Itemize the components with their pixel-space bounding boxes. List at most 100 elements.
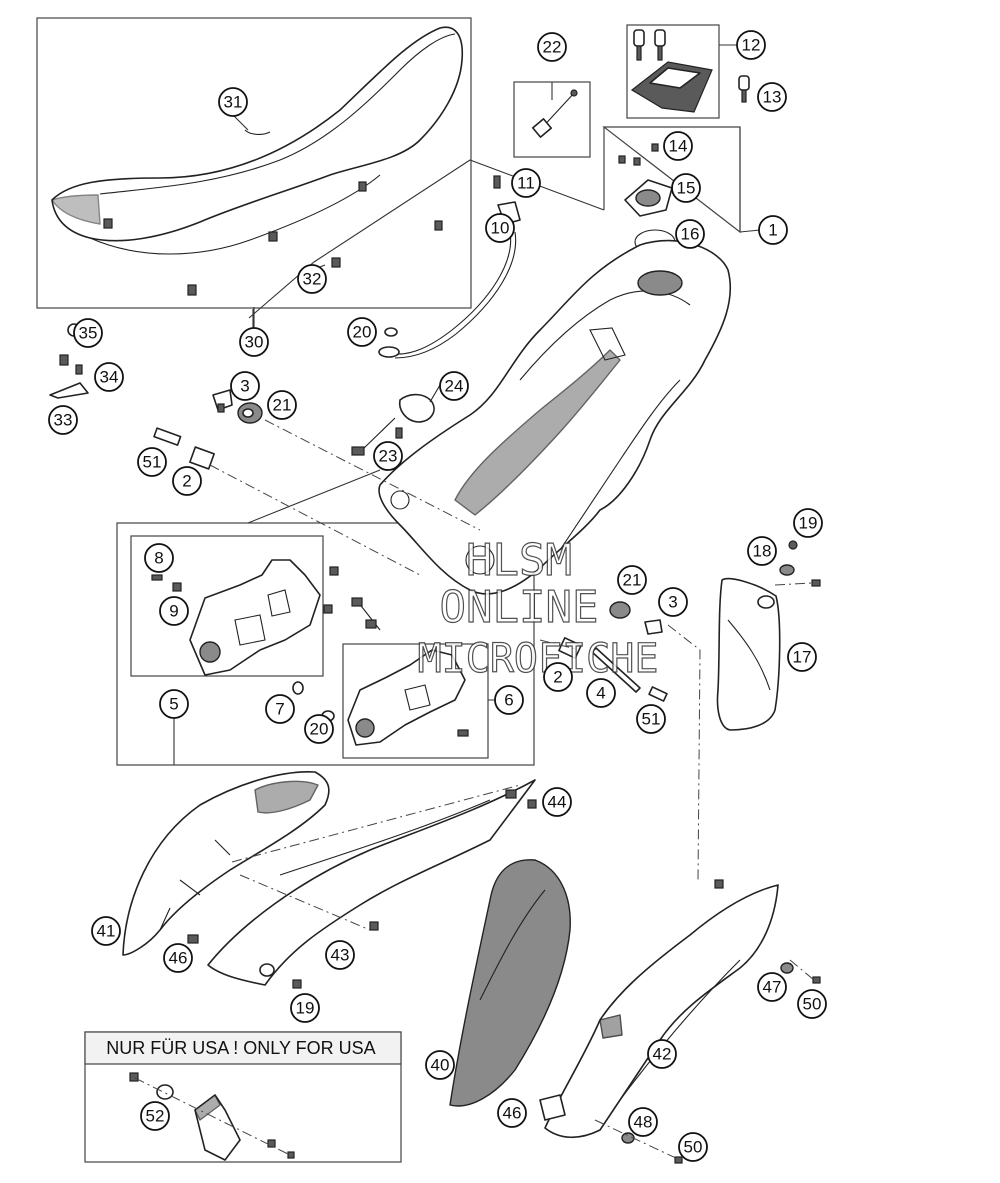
svg-text:40: 40 (431, 1056, 450, 1075)
watermark-line-3: MICROFICHE (418, 636, 659, 682)
callout-7: 7 (265, 694, 295, 724)
svg-text:52: 52 (146, 1107, 165, 1126)
callout-9: 9 (159, 596, 189, 626)
svg-text:10: 10 (491, 219, 510, 238)
svg-text:32: 32 (303, 270, 322, 289)
svg-text:47: 47 (763, 978, 782, 997)
svg-text:19: 19 (296, 999, 315, 1018)
svg-text:17: 17 (793, 648, 812, 667)
side-panel-center-part (449, 859, 571, 1107)
callout-50: 50 (678, 1132, 708, 1162)
callout-48: 48 (628, 1107, 658, 1137)
svg-text:7: 7 (275, 700, 284, 719)
callout-30: 30 (239, 327, 269, 357)
svg-text:31: 31 (224, 93, 243, 112)
svg-text:44: 44 (548, 793, 567, 812)
callout-12: 12 (736, 30, 766, 60)
callout-34: 34 (94, 362, 124, 392)
svg-text:43: 43 (331, 946, 350, 965)
svg-text:11: 11 (517, 174, 535, 193)
watermark-line-1: HLSM (466, 535, 572, 586)
side-panel-left-lower-part (187, 779, 537, 989)
usa-only-label: NUR FÜR USA ! ONLY FOR USA (106, 1038, 375, 1058)
callout-1: 1 (758, 215, 788, 245)
callout-21: 21 (617, 565, 647, 595)
callout-51: 51 (636, 704, 666, 734)
svg-text:35: 35 (79, 324, 98, 343)
svg-text:1: 1 (768, 221, 777, 240)
mudguard-part (716, 540, 821, 731)
svg-text:15: 15 (677, 179, 696, 198)
callout-51: 51 (137, 447, 167, 477)
svg-text:22: 22 (543, 38, 562, 57)
svg-text:50: 50 (684, 1138, 703, 1157)
usa-only-part (129, 1072, 295, 1161)
svg-text:21: 21 (273, 396, 292, 415)
callout-21: 21 (267, 390, 297, 420)
svg-text:5: 5 (169, 695, 178, 714)
svg-text:14: 14 (669, 137, 688, 156)
callout-16: 16 (675, 219, 705, 249)
svg-text:46: 46 (503, 1104, 522, 1123)
callouts: 1 2 2 3 3 4 5 6 7 8 9 10 11 12 13 14 15 … (48, 30, 827, 1162)
svg-text:51: 51 (143, 453, 162, 472)
key-cap-part (630, 29, 750, 113)
callout-5: 5 (159, 689, 189, 719)
svg-text:30: 30 (245, 333, 264, 352)
callout-43: 43 (325, 940, 355, 970)
svg-text:2: 2 (553, 668, 562, 687)
callout-20: 20 (304, 714, 334, 744)
callout-19: 19 (793, 508, 823, 538)
svg-text:18: 18 (753, 542, 772, 561)
callout-18: 18 (747, 536, 777, 566)
usa-only-banner: NUR FÜR USA ! ONLY FOR USA (84, 1031, 402, 1065)
callout-24: 24 (439, 371, 469, 401)
cable-part (378, 175, 521, 359)
svg-text:16: 16 (681, 225, 700, 244)
svg-text:2: 2 (182, 472, 191, 491)
svg-text:51: 51 (642, 710, 661, 729)
callout-6: 6 (494, 685, 524, 715)
svg-text:13: 13 (763, 88, 782, 107)
callout-20: 20 (347, 317, 377, 347)
tank-mount-hardware-right (558, 601, 668, 702)
svg-text:4: 4 (596, 684, 605, 703)
svg-text:24: 24 (445, 377, 464, 396)
svg-text:20: 20 (353, 323, 372, 342)
svg-text:6: 6 (504, 691, 513, 710)
side-panel-left-part (122, 771, 330, 956)
svg-text:42: 42 (653, 1045, 672, 1064)
seat-part (51, 26, 464, 255)
callout-35: 35 (73, 318, 103, 348)
fuel-tank-part (378, 239, 732, 595)
watermark: HLSM ONLINE MICROFICHE (417, 534, 659, 682)
chain-guide-right-part (347, 597, 469, 746)
chain-guide-group-box (116, 522, 535, 766)
chain-guide-right-box (342, 643, 489, 759)
assembly-axes (134, 419, 821, 1161)
seat-bolts (103, 181, 443, 296)
switch-part (531, 89, 578, 138)
callout-32: 32 (297, 264, 327, 294)
chain-guide-left-part (151, 559, 339, 722)
callout-50: 50 (797, 989, 827, 1019)
svg-text:3: 3 (240, 377, 249, 396)
svg-text:41: 41 (97, 922, 116, 941)
svg-text:8: 8 (154, 549, 163, 568)
svg-text:50: 50 (803, 995, 822, 1014)
svg-text:23: 23 (379, 447, 398, 466)
callout-47: 47 (757, 972, 787, 1002)
svg-text:21: 21 (623, 571, 642, 590)
callout-40: 40 (425, 1050, 455, 1080)
callout-52: 52 (140, 1101, 170, 1131)
callout-23: 23 (373, 441, 403, 471)
svg-text:46: 46 (169, 949, 188, 968)
watermark-line-2: ONLINE (440, 582, 599, 633)
callout-13: 13 (757, 82, 787, 112)
callout-44: 44 (542, 787, 572, 817)
callout-19: 19 (290, 993, 320, 1023)
callout-46: 46 (497, 1098, 527, 1128)
breather-tube-part (351, 384, 441, 456)
chain-guide-left-box (130, 535, 324, 677)
